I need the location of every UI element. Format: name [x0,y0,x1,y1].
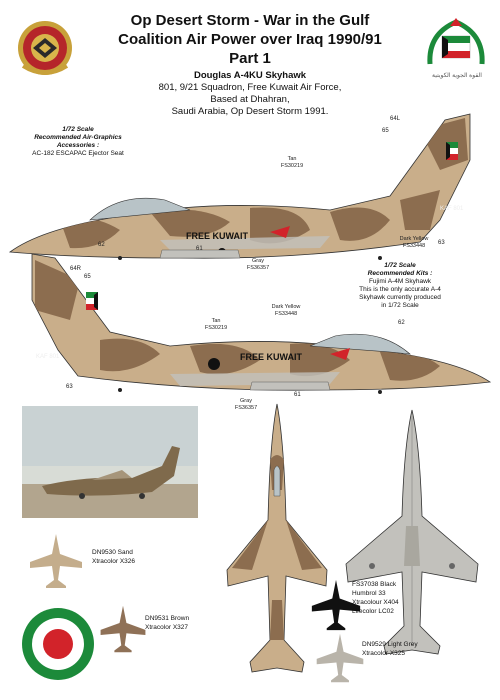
bottom-view-plan [345,409,479,655]
sand-swatch-silhouette [30,534,82,588]
bottom-number-61: 61 [294,392,301,398]
aircraft-photo [22,406,198,518]
accessories-title-2: Accessories : [56,142,100,149]
kuwait-logo-caption: القوة الجوية الكويتية [432,73,482,79]
top-number-65: 65 [382,128,389,134]
kit-line-3: Skyhawk currently produced [359,294,441,301]
bottom-number-62: 62 [398,320,405,326]
kit-line-1: Fujimi A-4M Skyhawk [368,278,432,285]
accessories-title: Recommended Air-Graphics [34,134,122,141]
military-emblem-logo [18,21,72,75]
top-tail-code: KAF 801 [440,206,464,212]
profile-right-side: FREE KUWAIT KAF 801 [31,253,492,394]
page-title-line2: Coalition Air Power over Iraq 1990/91 [118,31,382,48]
kits-title: Recommended Kits : [367,270,433,277]
scale-label-left: 1/72 Scale [62,126,94,133]
top-view-plan [226,403,328,673]
aircraft-name: Douglas A-4KU Skyhawk [193,70,307,81]
bottom-tail-code: KAF 801 [36,354,60,360]
top-number-63: 63 [438,240,445,246]
top-number-64l: 64L [390,116,401,122]
black-swatch-silhouette [311,579,361,631]
aircraft-desc-2: Based at Dhahran, [210,94,290,105]
bottom-free-kuwait-text: FREE KUWAIT [240,352,303,362]
aircraft-desc-3: Saudi Arabia, Op Desert Storm 1991. [171,106,329,117]
kit-line-2: This is the only accurate A-4 [359,286,441,293]
page-title-line3: Part 1 [229,50,271,67]
bottom-number-65: 65 [84,274,91,280]
accessory-item: AC-182 ESCAPAC Ejector Seat [32,150,124,157]
top-number-61: 61 [196,246,203,252]
kuwait-roundel [22,608,94,680]
brown-swatch-silhouette [100,605,146,653]
scale-label-right: 1/72 Scale [384,262,416,269]
bottom-number-63: 63 [66,384,73,390]
kit-line-4: in 1/72 Scale [381,302,419,309]
kuwait-air-force-logo [427,18,485,65]
profile-left-side: FREE KUWAIT KAF 801 [8,113,471,260]
grey-swatch-silhouette [316,633,364,683]
bottom-number-64r: 64R [70,266,82,272]
top-number-62: 62 [98,242,105,248]
page-title-line1: Op Desert Storm - War in the Gulf [130,12,370,29]
aircraft-desc-1: 801, 9/21 Squadron, Free Kuwait Air Forc… [158,82,342,93]
top-free-kuwait-text: FREE KUWAIT [186,231,249,241]
